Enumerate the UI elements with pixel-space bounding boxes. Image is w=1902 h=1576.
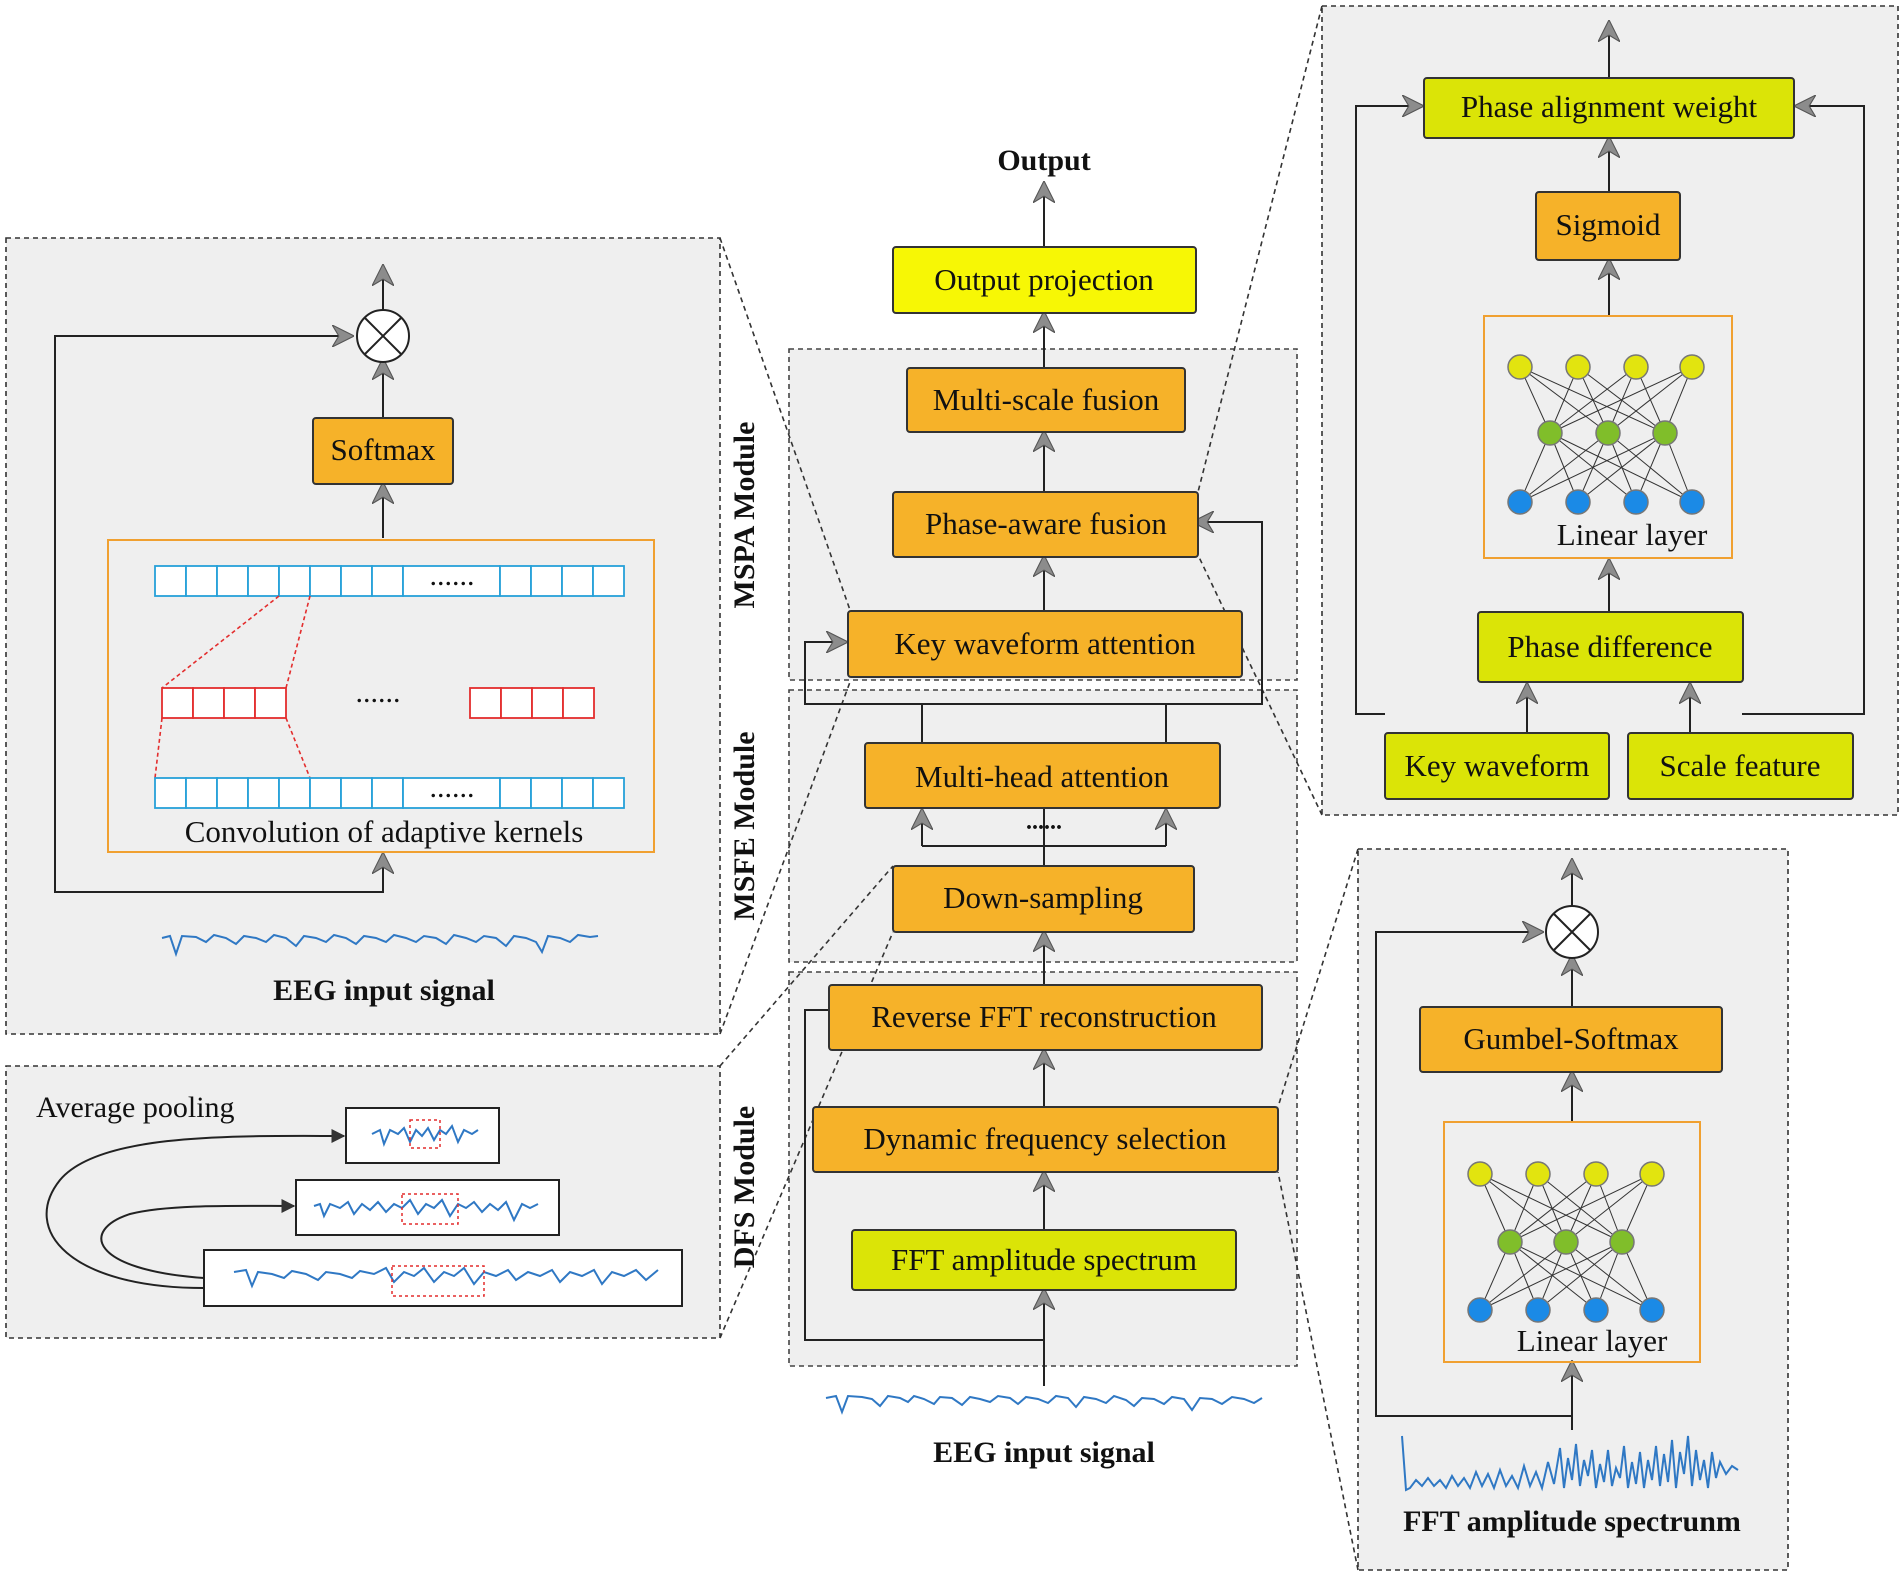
left-eeg-signal (161, 933, 599, 958)
left-input-caption: EEG input signal (273, 974, 495, 1007)
attention-heads-dots: ...... (1026, 809, 1062, 835)
center-pipeline: Output Output projection Multi-scale fus… (804, 144, 1279, 1469)
multi-head-attention-label: Multi-head attention (915, 759, 1169, 794)
softmax-box (312, 417, 454, 485)
scale-feature-label: Scale feature (1660, 748, 1821, 783)
dynamic-frequency-selection-label: Dynamic frequency selection (863, 1121, 1227, 1156)
feature-row-top (154, 565, 625, 597)
multi-scale-fusion-label: Multi-scale fusion (933, 382, 1160, 417)
phase-aware-fusion-label: Phase-aware fusion (925, 506, 1167, 541)
zoom-guides (719, 5, 1359, 1571)
frequency-selection-detail: Gumbel-Softmax Linear layer FFT amplitud… (1375, 860, 1741, 1538)
mspa-module-label: MSPA Module (728, 422, 761, 609)
gumbel-softmax-label: Gumbel-Softmax (1463, 1021, 1679, 1056)
kernel-left (161, 687, 287, 719)
output-projection-label: Output projection (934, 262, 1154, 297)
scale-feature-box (1627, 732, 1854, 800)
fft-spectrum-caption: FFT amplitude spectrunm (1403, 1505, 1741, 1538)
center-eeg-signal (825, 1394, 1263, 1415)
multi-scale-fusion-box (906, 367, 1186, 433)
linear-layer-label: Linear layer (1557, 517, 1708, 552)
down-sampling-label: Down-sampling (943, 880, 1143, 915)
key-waveform-box (1384, 732, 1610, 800)
phase-alignment-weight-label: Phase alignment weight (1461, 89, 1758, 124)
multi-head-attention-box (864, 742, 1221, 809)
output-projection-box (892, 246, 1197, 314)
kernel-right (469, 687, 595, 719)
conv-kernels-caption: Convolution of adaptive kernels (185, 814, 584, 849)
dfs-module-label: DFS Module (728, 1106, 761, 1269)
sigmoid-label: Sigmoid (1555, 207, 1661, 242)
neural-network-icon-fft (1467, 1161, 1665, 1323)
gumbel-softmax-box (1419, 1006, 1723, 1073)
key-waveform-label: Key waveform (1404, 748, 1589, 783)
phase-difference-box (1477, 611, 1744, 683)
fft-spectrum-signal (1401, 1435, 1739, 1492)
kernel-dots: ...... (356, 676, 401, 709)
pool-scale-large (203, 1249, 683, 1307)
adaptive-conv-detail: Softmax ...... (54, 266, 655, 1007)
fft-amplitude-spectrum-box (851, 1229, 1237, 1291)
average-pooling-detail: Average pooling (36, 1091, 683, 1307)
reverse-fft-label: Reverse FFT reconstruction (871, 999, 1217, 1034)
conv-kernels-box (107, 539, 655, 853)
row-top-dots: ...... (430, 559, 475, 592)
reverse-fft-box (828, 984, 1263, 1051)
down-sampling-box (892, 865, 1195, 933)
average-pooling-title: Average pooling (36, 1091, 235, 1124)
neural-network-icon (1507, 354, 1705, 515)
linear-layer-box (1483, 315, 1733, 559)
dynamic-frequency-selection-box (812, 1106, 1279, 1173)
feature-row-bottom (154, 777, 625, 809)
key-waveform-attention-label: Key waveform attention (894, 626, 1196, 661)
phase-alignment-weight-box (1423, 77, 1795, 139)
linear-layer-box-fft (1443, 1121, 1701, 1363)
output-label: Output (997, 144, 1090, 177)
linear-layer-label-fft: Linear layer (1517, 1323, 1668, 1358)
softmax-label: Softmax (330, 432, 436, 467)
msfe-module-label: MSFE Module (728, 731, 761, 920)
fft-amplitude-spectrum-label: FFT amplitude spectrum (891, 1242, 1197, 1277)
sigmoid-box (1535, 191, 1681, 261)
conv-detail-panel (5, 237, 721, 1035)
phase-aware-fusion-box (892, 491, 1199, 558)
row-bottom-dots: ...... (430, 771, 475, 804)
key-waveform-attention-box (847, 610, 1243, 678)
center-input-caption: EEG input signal (933, 1436, 1155, 1469)
phase-difference-label: Phase difference (1507, 629, 1712, 664)
phase-alignment-detail: Phase alignment weight Sigmoid Linear la… (1355, 22, 1865, 800)
